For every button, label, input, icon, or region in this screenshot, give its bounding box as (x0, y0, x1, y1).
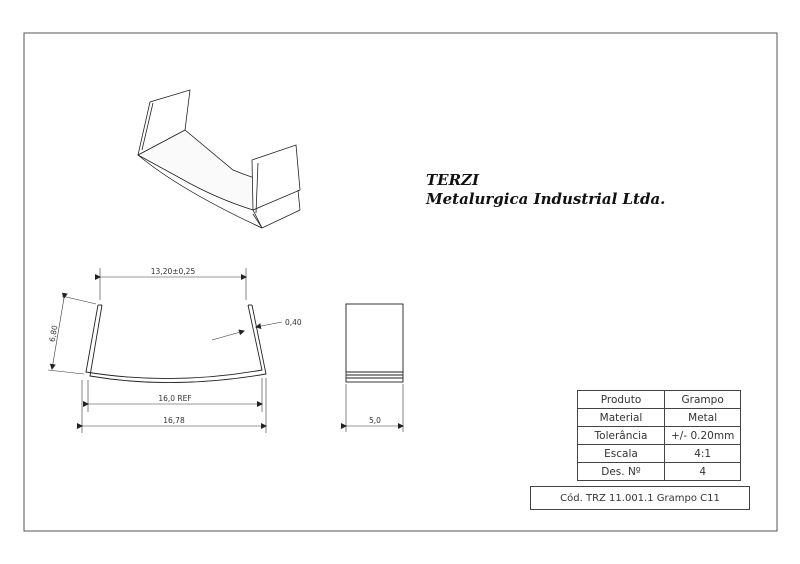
table-row: Produto Grampo (577, 390, 742, 409)
company-name: TERZI (426, 171, 480, 189)
dim-height: 6,80 (48, 324, 60, 342)
front-dimensions (47, 268, 283, 433)
title-block-value: Grampo (663, 390, 742, 409)
dim-thickness: 0,40 (285, 318, 302, 327)
title-block-value: +/- 0.20mm (663, 426, 742, 445)
dim-depth: 5,0 (369, 416, 381, 425)
title-block-label: Produto (577, 390, 665, 409)
title-block-label: Tolerância (577, 426, 665, 445)
title-block-table: Produto Grampo Material Metal Tolerância… (577, 390, 742, 481)
table-row: Material Metal (577, 408, 742, 427)
title-block-value: 4 (663, 462, 742, 481)
side-view (345, 303, 404, 383)
table-row: Tolerância +/- 0.20mm (577, 426, 742, 445)
title-block-value: Metal (663, 408, 742, 427)
title-block-label: Des. Nº (577, 462, 665, 481)
isometric-view (137, 89, 301, 229)
company-subtitle: Metalurgica Industrial Ltda. (426, 190, 666, 208)
table-row: Des. Nº 4 (577, 462, 742, 481)
dim-total-width: 16,78 (163, 416, 185, 425)
dim-ref-width: 16,0 REF (158, 394, 191, 403)
title-block-value: 4:1 (663, 444, 742, 463)
drawing-code: Cód. TRZ 11.001.1 Grampo C11 (530, 486, 750, 510)
dim-top-width: 13,20±0,25 (151, 267, 196, 276)
sheet-border (23, 32, 778, 532)
title-block-label: Escala (577, 444, 665, 463)
front-view (85, 304, 267, 383)
title-block-label: Material (577, 408, 665, 427)
side-dimensions (341, 384, 404, 432)
table-row: Escala 4:1 (577, 444, 742, 463)
